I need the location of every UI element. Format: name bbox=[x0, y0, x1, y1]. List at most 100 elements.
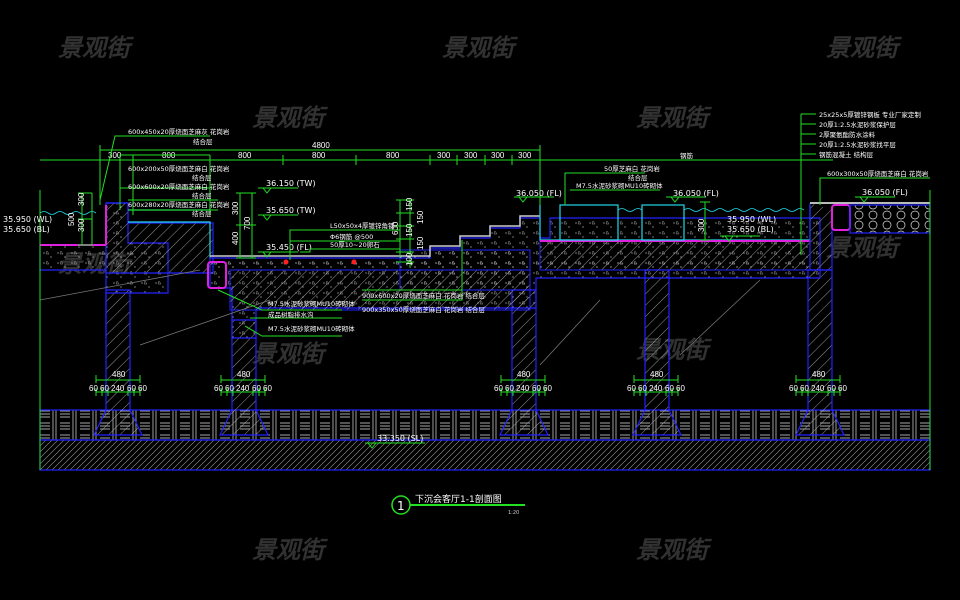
note: 钢筋 bbox=[680, 151, 694, 160]
title-scale: 1:20 bbox=[508, 510, 519, 516]
dim-wall: 300 bbox=[77, 218, 86, 232]
dim-footing-part: 60 bbox=[100, 384, 109, 393]
dim-overall: 4800 bbox=[312, 141, 330, 150]
note: 结合层 bbox=[192, 209, 212, 218]
title-name: 下沉会客厅1-1剖面图 bbox=[415, 493, 502, 505]
dim-footing-part: 60 bbox=[638, 384, 647, 393]
dim-footing-part: 60 bbox=[838, 384, 847, 393]
dim-top: 300 bbox=[491, 151, 505, 160]
dim-middle: 300 bbox=[231, 201, 240, 215]
note: 600x200x50厚烧面芝麻白 花岗岩 bbox=[128, 164, 230, 173]
level-floor: 35.450 (FL) bbox=[266, 243, 312, 252]
dim-footing-part: 60 bbox=[494, 384, 503, 393]
dim-footing-part: 60 bbox=[543, 384, 552, 393]
top-dimensions: 4800 300 800 800 800 800 300 300 300 300 bbox=[40, 141, 833, 215]
drawing-title: 1 下沉会客厅1-1剖面图 1:20 bbox=[391, 493, 525, 516]
dim-top: 800 bbox=[386, 151, 400, 160]
note: L50x50x4厚镀锌角钢 bbox=[330, 221, 395, 230]
dim-top: 800 bbox=[238, 151, 252, 160]
side-dimensions: 300 300 500 300 400 700 600 150 150 150 … bbox=[67, 192, 710, 268]
dim-top: 300 bbox=[108, 151, 122, 160]
note: 成品树脂排水沟 bbox=[268, 310, 314, 319]
dim-steps: 150 bbox=[416, 210, 425, 224]
dim-top: 800 bbox=[312, 151, 326, 160]
dim-footing-part: 240 bbox=[649, 384, 663, 393]
dim-footing: 480 bbox=[237, 370, 251, 379]
dim-footing-part: 60 bbox=[505, 384, 514, 393]
note: 20厚1:2.5水泥砂浆找平层 bbox=[819, 140, 896, 149]
dim-footing-part: 240 bbox=[111, 384, 125, 393]
note: M7.5水泥砂浆砌MU10砖砌体 bbox=[268, 324, 355, 333]
dim-footing-part: 60 bbox=[800, 384, 809, 393]
note: 900x600x20厚烧面芝麻白 花岗岩 结合层 bbox=[362, 291, 485, 300]
note: 600x300x50厚烧面芝麻白 花岗岩 bbox=[827, 169, 929, 178]
note: 900x350x50厚烧面芝麻白 花岗岩 结合层 bbox=[362, 305, 485, 314]
dim-steps: 150 bbox=[416, 236, 425, 250]
level-tw-top: 36.150 (TW) bbox=[266, 179, 316, 188]
note: 钢筋混凝土 结构层 bbox=[819, 150, 874, 159]
dim-footing-part: 240 bbox=[236, 384, 250, 393]
dim-top: 300 bbox=[518, 151, 532, 160]
watermark: 景观街 bbox=[58, 34, 134, 62]
dim-footing-part: 60 bbox=[89, 384, 98, 393]
level-tw-mid: 35.650 (TW) bbox=[266, 206, 316, 215]
dim-wall: 500 bbox=[67, 212, 76, 226]
dim-steps: 600 bbox=[391, 221, 400, 235]
note: 20厚1:2.5水泥砂浆保护层 bbox=[819, 120, 896, 129]
annotations: 600x450x20厚烧面芝麻灰 花岗岩 结合层 600x200x50厚烧面芝麻… bbox=[99, 110, 930, 337]
dim-pool: 300 bbox=[697, 218, 706, 232]
watermark: 景观街 bbox=[826, 234, 902, 262]
level-ground: 33.350 (SL) bbox=[377, 434, 423, 443]
watermark: 景观街 bbox=[252, 104, 328, 132]
watermark: 景观街 bbox=[442, 34, 518, 62]
dim-footing: 480 bbox=[517, 370, 531, 379]
dim-footing-part: 60 bbox=[225, 384, 234, 393]
dim-footing-part: 60 bbox=[627, 384, 636, 393]
note: 25x25x5厚镀锌钢板 专业厂家定制 bbox=[819, 110, 921, 119]
dim-footing-part: 60 bbox=[263, 384, 272, 393]
note: 结合层 bbox=[193, 137, 213, 146]
note: 结合层 bbox=[628, 173, 648, 182]
dim-middle: 700 bbox=[243, 216, 252, 230]
dim-steps: 150 bbox=[405, 223, 414, 237]
dim-top: 300 bbox=[464, 151, 478, 160]
dim-footing-part: 60 bbox=[665, 384, 674, 393]
note: Φ6钢筋 @500 bbox=[330, 232, 373, 241]
level-step: 36.050 (FL) bbox=[516, 189, 562, 198]
watermark: 景观街 bbox=[826, 34, 902, 62]
note: M7.5水泥砂浆砌MU10砖砌体 bbox=[268, 299, 355, 308]
note: 600x280x20厚烧面芝麻白 花岗岩 bbox=[128, 200, 230, 209]
watermark: 景观街 bbox=[252, 536, 328, 564]
ground bbox=[39, 409, 931, 471]
title-number: 1 bbox=[397, 499, 405, 513]
level-pool-wl: 35.950 (WL) bbox=[727, 215, 776, 224]
level-pool-bl: 35.650 (BL) bbox=[727, 225, 774, 234]
note: 600x450x20厚烧面芝麻灰 花岗岩 bbox=[128, 127, 230, 136]
note: 结合层 bbox=[192, 173, 212, 182]
dim-footing-part: 60 bbox=[532, 384, 541, 393]
note: 2厚聚氨酯防水涂料 bbox=[819, 130, 876, 139]
dim-footing-part: 60 bbox=[127, 384, 136, 393]
watermark: 景观街 bbox=[636, 536, 712, 564]
dim-footing-part: 60 bbox=[138, 384, 147, 393]
dim-footing-part: 60 bbox=[827, 384, 836, 393]
dim-footing: 480 bbox=[112, 370, 126, 379]
dim-footing-part: 60 bbox=[789, 384, 798, 393]
dim-footing-part: 240 bbox=[516, 384, 530, 393]
note: 600x600x20厚烧面芝麻白 花岗岩 bbox=[128, 182, 230, 191]
level-left-wl: 35.950 (WL) bbox=[3, 215, 52, 224]
watermark: 景观街 bbox=[252, 340, 328, 368]
level-left-bl: 35.650 (BL) bbox=[3, 225, 50, 234]
dim-footing-part: 60 bbox=[676, 384, 685, 393]
dim-footing: 480 bbox=[650, 370, 664, 379]
dim-steps: 150 bbox=[405, 197, 414, 211]
dim-footing: 480 bbox=[812, 370, 826, 379]
note: 50厚芝麻白 花岗岩 bbox=[604, 164, 660, 173]
level-right-fl: 36.050 (FL) bbox=[862, 188, 908, 197]
levels: 35.950 (WL) 35.650 (BL) 36.150 (TW) 35.6… bbox=[3, 179, 908, 449]
dim-footing-part: 240 bbox=[811, 384, 825, 393]
dim-wall: 300 bbox=[77, 192, 86, 206]
dim-footing-part: 60 bbox=[252, 384, 261, 393]
dim-middle: 400 bbox=[231, 231, 240, 245]
